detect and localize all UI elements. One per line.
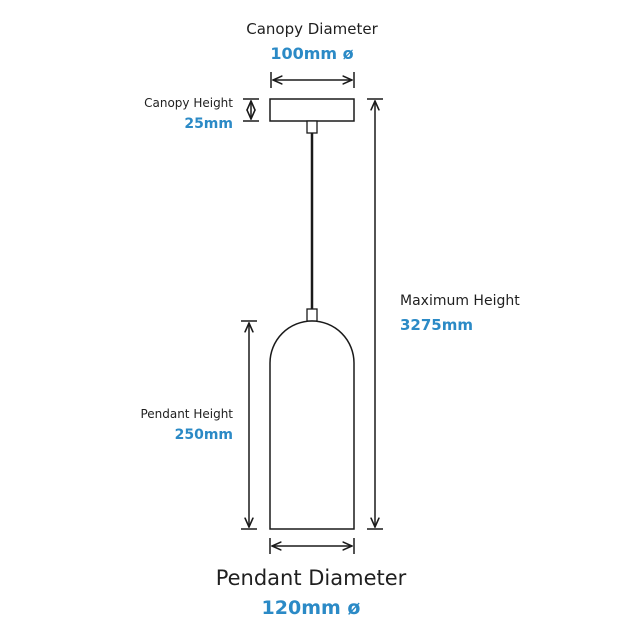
- pendant-shade: [269, 320, 355, 530]
- pendant-diameter-dimension: [269, 538, 355, 554]
- maximum-height-dimension: [367, 98, 383, 530]
- canopy-diameter-dimension: [270, 72, 355, 88]
- pendant-height-dimension: [241, 320, 257, 530]
- pendant-diameter-label: Pendant Diameter: [215, 566, 407, 590]
- pendant-height-value: 250mm: [174, 427, 233, 443]
- canopy-height-dimension: [243, 98, 259, 122]
- pendant-height-label: Pendant Height: [140, 407, 233, 421]
- canopy-diameter-label: Canopy Diameter: [246, 20, 378, 38]
- canopy-diameter-value: 100mm ø: [270, 44, 354, 63]
- canopy-height-value: 25mm: [184, 116, 233, 132]
- canopy-connector: [306, 120, 318, 134]
- canopy: [269, 98, 355, 122]
- pendant-diameter-value: 120mm ø: [261, 597, 361, 619]
- canopy-height-label: Canopy Height: [144, 96, 233, 110]
- maximum-height-label: Maximum Height: [400, 293, 520, 309]
- maximum-height-value: 3275mm: [400, 316, 474, 334]
- pendant-connector: [306, 308, 318, 322]
